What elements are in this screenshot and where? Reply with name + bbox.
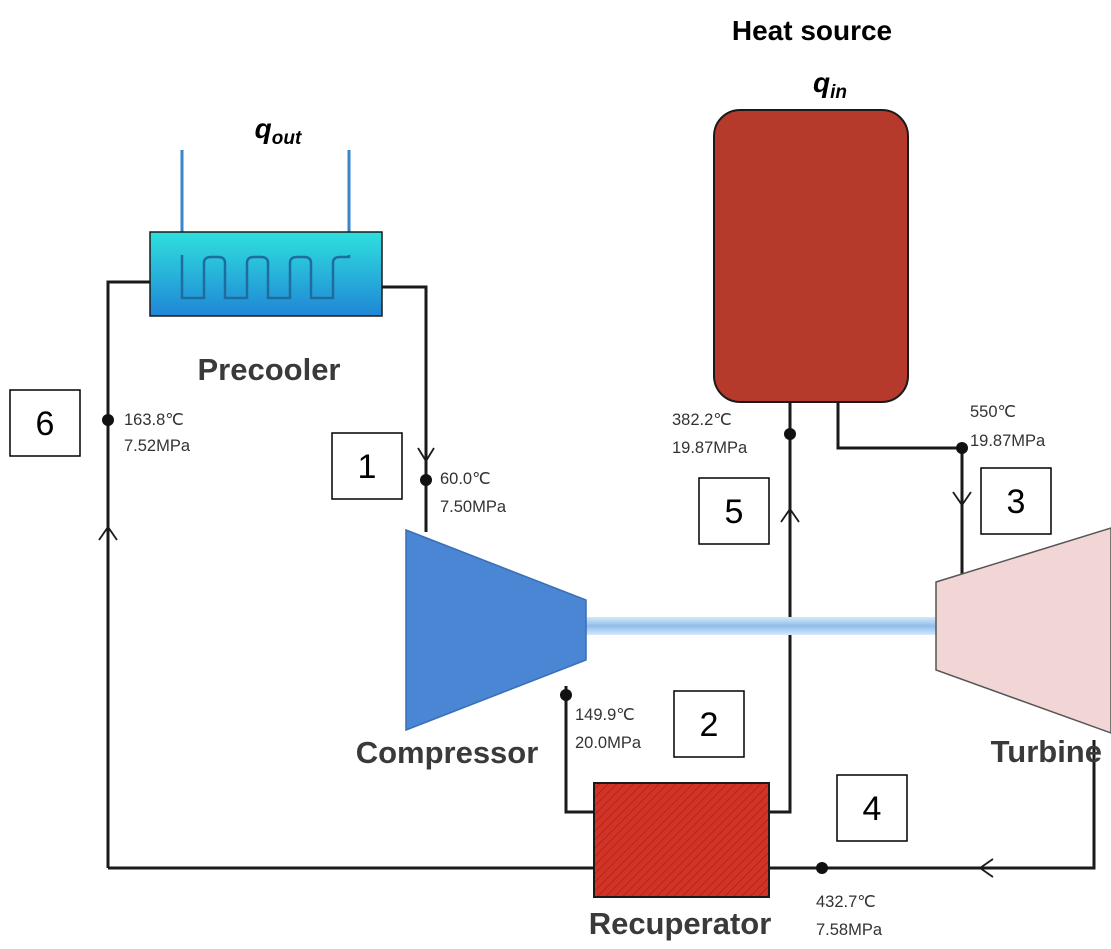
compressor-label: Compressor xyxy=(356,735,539,770)
pipe-compressor-to-recuperator xyxy=(564,686,595,814)
heat-source xyxy=(713,109,909,403)
state-box-5: 5 xyxy=(698,477,770,545)
state-point-6 xyxy=(102,414,114,426)
turbine-label: Turbine xyxy=(991,734,1102,769)
pipe-heater-to-turbine xyxy=(836,403,964,612)
shaft xyxy=(580,617,940,635)
pipe-recuperator-to-heater xyxy=(768,400,792,814)
recuperator-label: Recuperator xyxy=(589,906,772,941)
turbine xyxy=(935,527,1111,734)
state-1-pressure: 7.50MPa xyxy=(440,498,507,516)
state-box-4: 4 xyxy=(836,774,908,842)
flow-arrow-1 xyxy=(417,447,435,463)
state-point-4 xyxy=(816,862,828,874)
state-6-temperature: 163.8℃ xyxy=(124,411,184,429)
state-4-temperature: 432.7℃ xyxy=(816,893,876,911)
flow-arrow-6 xyxy=(98,525,118,541)
state-point-1 xyxy=(420,474,432,486)
state-values-4: 432.7℃ 7.58MPa xyxy=(816,893,883,939)
state-box-4-label: 4 xyxy=(863,790,882,828)
state-box-5-label: 5 xyxy=(725,493,744,531)
state-point-3 xyxy=(956,442,968,454)
precooler xyxy=(149,231,383,317)
state-box-2: 2 xyxy=(673,690,745,758)
pipe-6-to-precooler xyxy=(106,280,150,868)
state-box-3-label: 3 xyxy=(1007,483,1026,521)
state-values-2: 149.9℃ 20.0MPa xyxy=(575,706,642,752)
state-values-5: 382.2℃ 19.87MPa xyxy=(672,411,748,457)
state-box-1-label: 1 xyxy=(358,448,377,486)
q-in-label: qin xyxy=(813,67,847,103)
flow-arrow-4 xyxy=(978,858,994,878)
state-box-2-label: 2 xyxy=(700,706,719,744)
state-values-3: 550℃ 19.87MPa xyxy=(970,403,1046,450)
state-5-pressure: 19.87MPa xyxy=(672,439,748,457)
pipe-turbine-to-recuperator xyxy=(768,740,1096,870)
state-values-1: 60.0℃ 7.50MPa xyxy=(440,470,507,516)
heat-source-title: Heat source xyxy=(732,15,892,46)
state-box-6-label: 6 xyxy=(36,405,55,443)
state-5-temperature: 382.2℃ xyxy=(672,411,732,429)
state-1-temperature: 60.0℃ xyxy=(440,470,491,488)
state-point-2 xyxy=(560,689,572,701)
pipe-precooler-to-compressor xyxy=(382,285,428,532)
state-3-pressure: 19.87MPa xyxy=(970,432,1046,450)
compressor xyxy=(405,528,587,732)
state-2-temperature: 149.9℃ xyxy=(575,706,635,724)
precooler-coil xyxy=(180,255,351,300)
state-2-pressure: 20.0MPa xyxy=(575,734,642,752)
state-box-6: 6 xyxy=(9,389,81,457)
state-4-pressure: 7.58MPa xyxy=(816,921,883,939)
flow-arrow-5 xyxy=(780,507,800,523)
state-point-5 xyxy=(784,428,796,440)
q-out-label: qout xyxy=(255,113,302,149)
state-box-1: 1 xyxy=(331,432,403,500)
flow-arrow-3 xyxy=(952,491,972,507)
recuperator xyxy=(593,782,770,898)
state-values-6: 163.8℃ 7.52MPa xyxy=(124,411,191,455)
state-3-temperature: 550℃ xyxy=(970,403,1016,421)
state-6-pressure: 7.52MPa xyxy=(124,437,191,455)
state-box-3: 3 xyxy=(980,467,1052,535)
precooler-label: Precooler xyxy=(197,352,340,387)
